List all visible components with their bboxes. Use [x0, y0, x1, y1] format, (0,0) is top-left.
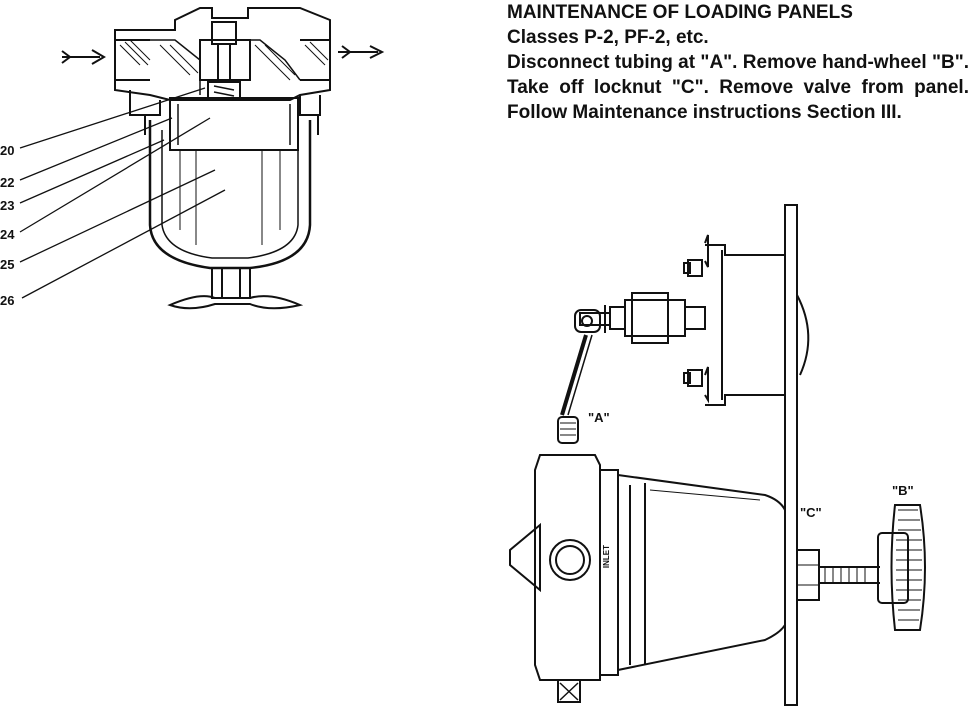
part-number-20: 20 — [0, 143, 15, 158]
callout-b: "B" — [892, 483, 914, 498]
part-number-25: 25 — [0, 257, 15, 272]
part-number-26: 26 — [0, 293, 15, 308]
part-number-22: 22 — [0, 175, 15, 190]
inlet-label: INLET — [602, 545, 611, 569]
loading-panel-figure: "A" "B" "C" INLET — [500, 195, 975, 710]
section-subheading: Classes P-2, PF-2, etc. — [507, 27, 709, 48]
section-heading: MAINTENANCE OF LOADING PANELS — [507, 2, 853, 23]
instructions-paragraph: Disconnect tubing at "A". Remove hand-wh… — [507, 52, 969, 123]
filter-drawing — [19, 7, 385, 310]
part-number-24: 24 — [0, 227, 15, 242]
panel-drawing — [509, 204, 926, 706]
part-number-23: 23 — [0, 198, 15, 213]
callout-c: "C" — [800, 505, 822, 520]
instructions-block: MAINTENANCE OF LOADING PANELS Classes P-… — [507, 0, 969, 125]
callout-a: "A" — [588, 410, 610, 425]
filter-cross-section-figure: 20 22 23 24 25 26 — [0, 0, 400, 320]
